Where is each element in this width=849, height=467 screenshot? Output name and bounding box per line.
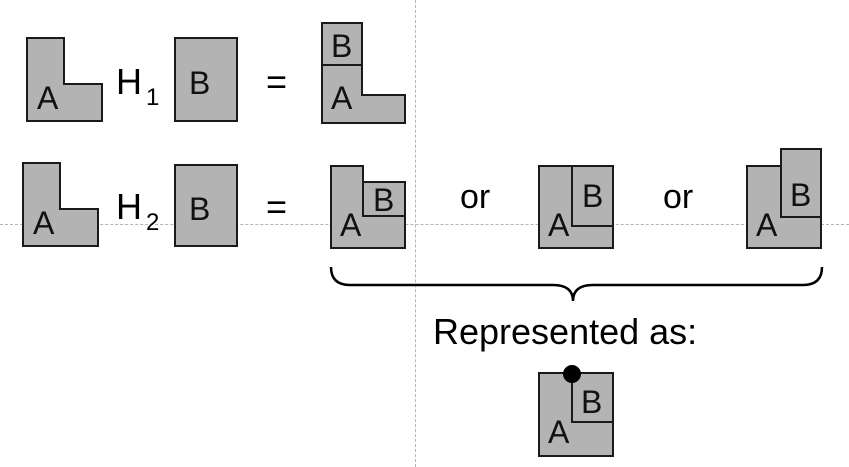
represented-block-b: [571, 372, 614, 423]
or-label-2: or: [663, 178, 694, 216]
horizontal-guide-line: [0, 224, 849, 225]
option3-block-b: [780, 148, 822, 218]
row1-operator-subscript: 1: [146, 84, 160, 111]
row1-label-a: A: [37, 80, 59, 116]
row2-label-b: B: [189, 191, 210, 227]
option2-block-b: [571, 165, 614, 227]
row2-block-b: [174, 164, 238, 247]
option3-label-b: B: [790, 177, 811, 213]
option1-block-b: [362, 181, 406, 217]
row2-operator-subscript: 2: [146, 209, 160, 236]
row2-label-a: A: [33, 205, 55, 241]
row1-operator: H: [116, 61, 142, 102]
row2-equals: =: [266, 186, 288, 227]
vertical-guide-line: [415, 0, 416, 467]
row1-shape-a: [26, 37, 103, 122]
or-label-1: or: [460, 178, 491, 216]
option1-label-a: A: [340, 207, 362, 243]
row1-result-shape-a: [321, 64, 406, 124]
option1-label-b: B: [373, 182, 394, 218]
grouping-brace: [329, 266, 824, 302]
option2-label-b: B: [582, 178, 603, 214]
represented-label-a: A: [548, 414, 570, 450]
row1-block-b: [174, 37, 238, 122]
row1-result-label-a: A: [331, 80, 353, 116]
row1-label-b: B: [189, 65, 210, 101]
represented-caption: Represented as:: [433, 311, 698, 352]
option2-label-a: A: [548, 207, 570, 243]
row2-shape-a: [22, 162, 99, 247]
represented-label-b: B: [581, 384, 602, 420]
option3-label-a: A: [756, 207, 778, 243]
row2-operator: H: [116, 186, 142, 227]
row1-result-label-b: B: [331, 28, 352, 64]
row1-equals: =: [266, 61, 288, 102]
attachment-dot: [563, 365, 581, 383]
